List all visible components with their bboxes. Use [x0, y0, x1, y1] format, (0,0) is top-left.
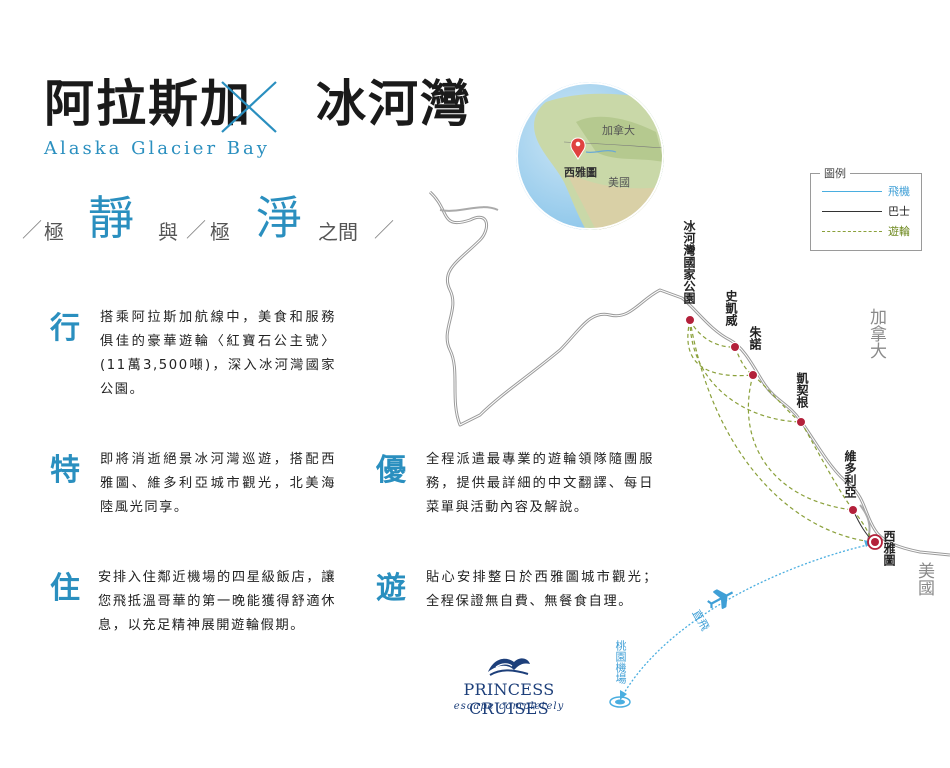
- label-glacier-bay: 冰河灣國家公園: [682, 220, 696, 304]
- feature-text-stay: 安排入住鄰近機場的四星級飯店，讓您飛抵溫哥華的第一晚能獲得舒適休息，以充足精神展…: [98, 570, 336, 633]
- slash-icon: ／: [374, 218, 394, 242]
- label-usa: 美國: [914, 562, 934, 596]
- feature-char-stay: 住: [50, 571, 80, 606]
- feature-text-travel: 搭乘阿拉斯加航線中，美食和服務俱佳的豪華遊輪〈紅寶石公主號〉(11萬3,500噸…: [100, 310, 336, 397]
- legend-item-cruise: 遊輪: [822, 224, 918, 238]
- airplane-icon: [707, 589, 734, 609]
- route-map: [428, 190, 950, 708]
- label-taoyuan: 桃園機場: [614, 640, 627, 684]
- legend-item-bus: 巴士: [822, 204, 918, 218]
- feature-char-special: 特: [50, 453, 80, 488]
- feature-char-tour: 遊: [376, 571, 406, 606]
- port-dot-skagway: [730, 342, 740, 352]
- legend-title: 圖例: [820, 165, 850, 181]
- title-right: 冰河灣: [316, 74, 472, 133]
- slogan-between: 之間: [318, 220, 358, 244]
- port-dot-juneau: [748, 370, 758, 380]
- locator-globe: 加拿大 西雅圖 美國: [516, 82, 664, 230]
- location-pin-icon: [570, 137, 586, 160]
- slogan-ji2: 極: [210, 220, 230, 244]
- slogan-pure: 淨: [256, 191, 302, 245]
- label-ketchikan: 凱契根: [795, 372, 809, 408]
- port-dot-victoria: [848, 505, 858, 515]
- label-juneau: 朱諾: [748, 326, 762, 350]
- page-title: 阿拉斯加 冰河灣: [44, 74, 472, 134]
- sea-witch-logo-icon: [488, 658, 530, 676]
- legend-item-flight: 飛機: [822, 184, 918, 198]
- slogan-ji1: 極: [44, 220, 64, 244]
- princess-cruises-logo: PRINCESS CRUISES escape completely: [424, 654, 594, 718]
- label-victoria: 維多利亞: [843, 450, 857, 498]
- globe-label-canada: 加拿大: [602, 124, 635, 137]
- title-left: 阿拉斯加: [44, 74, 252, 133]
- airport-icon: [609, 696, 631, 708]
- feature-text-premium: 全程派遣最專業的遊輪領隊隨團服務，提供最詳細的中文翻譯、每日菜單與活動內容及解說…: [426, 452, 654, 515]
- logo-tagline: escape completely: [453, 701, 565, 712]
- label-skagway: 史凱威: [724, 290, 738, 326]
- label-canada: 加拿大: [866, 308, 886, 359]
- label-seattle: 西雅圖: [882, 530, 896, 566]
- feature-text-tour: 貼心安排整日於西雅圖城市觀光；全程保證無自費、無餐食自理。: [426, 570, 658, 609]
- feature-text-special: 即將消逝絕景冰河灣巡遊，搭配西雅圖、維多利亞城市觀光，北美海陸風光同享。: [100, 452, 336, 515]
- feature-char-premium: 優: [376, 453, 406, 488]
- map-legend: 圖例 飛機 巴士 遊輪: [810, 165, 922, 251]
- port-dot-glacier-bay: [685, 315, 695, 325]
- logo-name: PRINCESS CRUISES: [463, 680, 555, 718]
- slogan: ／ 極 靜 與 ／ 極 淨 之間 ／: [22, 182, 412, 252]
- port-dot-ketchikan: [796, 417, 806, 427]
- globe-label-usa: 美國: [608, 176, 630, 189]
- slash-icon: ／: [186, 218, 206, 242]
- globe-label-seattle: 西雅圖: [564, 166, 597, 179]
- slash-icon: ／: [22, 218, 42, 242]
- flight-route: [619, 543, 873, 701]
- slogan-quiet: 靜: [88, 191, 134, 245]
- cross-mark-icon: [221, 81, 277, 133]
- title-english: Alaska Glacier Bay: [44, 138, 270, 159]
- slogan-and: 與: [158, 220, 178, 244]
- feature-char-travel: 行: [50, 311, 80, 346]
